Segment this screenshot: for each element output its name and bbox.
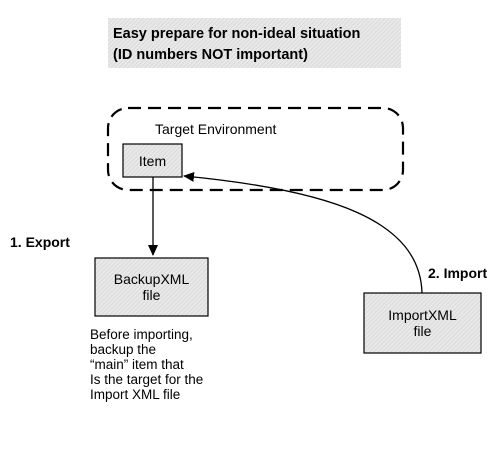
title-line-2: (ID numbers NOT important) <box>113 47 308 63</box>
backup-file-label-line-1: BackupXML <box>114 271 190 287</box>
export-step-label: 1. Export <box>10 234 70 250</box>
backup-note-line: Before importing, <box>90 327 193 342</box>
backup-file-node: BackupXML file <box>94 257 209 317</box>
import-step-label: 2. Import <box>428 265 487 281</box>
backup-file-label-line-2: file <box>143 287 161 303</box>
import-file-label-line-2: file <box>414 323 432 339</box>
backup-note-line: backup the <box>90 342 156 357</box>
title-line-1: Easy prepare for non-ideal situation <box>113 26 360 42</box>
item-box <box>122 143 183 178</box>
title-block: Easy prepare for non-ideal situation (ID… <box>108 18 401 68</box>
import-file-node: ImportXML file <box>363 292 482 354</box>
title-background <box>108 18 401 68</box>
import-file-box <box>363 292 482 354</box>
backup-note-line: Is the target for the <box>90 372 203 387</box>
target-environment-boundary <box>106 106 405 192</box>
backup-note-line: Import XML file <box>90 387 180 402</box>
import-file-label-line-1: ImportXML <box>388 307 457 323</box>
import-arrow <box>183 171 423 294</box>
item-label: Item <box>139 153 166 169</box>
item-node: Item <box>122 143 183 178</box>
backup-file-box <box>94 257 209 317</box>
backup-note-line: “main” item that <box>90 357 184 372</box>
backup-note: Before importing, backup the “main” item… <box>90 327 203 402</box>
target-environment-label: Target Environment <box>155 121 277 137</box>
